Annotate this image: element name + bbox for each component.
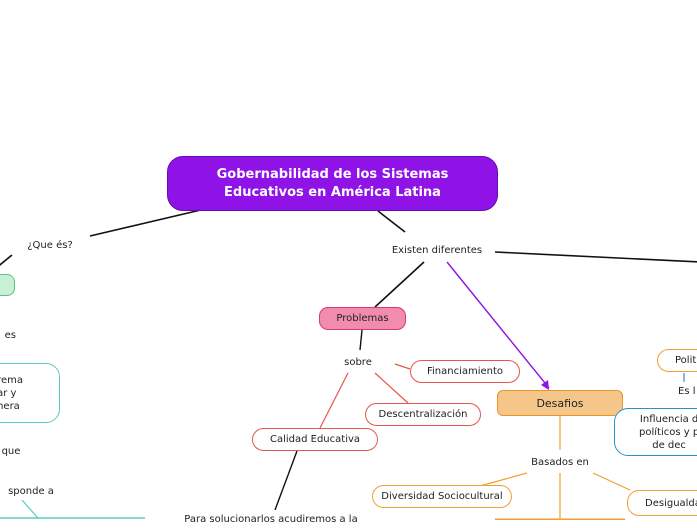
- descentralizacion-node[interactable]: Descentralización: [365, 403, 481, 426]
- connector-sobre-financiamiento: [394, 363, 411, 370]
- es-la-node[interactable]: Es l: [678, 382, 697, 400]
- sobre-node[interactable]: sobre: [333, 352, 383, 372]
- connector-existen-right: [494, 251, 697, 263]
- desafios-node[interactable]: Desafios: [497, 390, 623, 416]
- politica-node[interactable]: Polit: [657, 349, 697, 372]
- root-topic[interactable]: Gobernabilidad de los Sistemas Educativo…: [167, 156, 498, 211]
- concept-box-node[interactable]: rema ar y nera: [0, 363, 60, 423]
- que-es-node[interactable]: ¿Que és?: [18, 236, 82, 254]
- definition-node-cut[interactable]: [0, 274, 15, 296]
- connector-queEs-left: [0, 254, 13, 266]
- connector-root-queEs: [89, 208, 206, 237]
- existen-diferentes-node[interactable]: Existen diferentes: [383, 240, 491, 260]
- es-fragment-node[interactable]: es: [0, 326, 16, 344]
- responde-fragment-node[interactable]: sponde a: [0, 482, 66, 500]
- financiamiento-node[interactable]: Financiamiento: [410, 360, 520, 383]
- root-title: Gobernabilidad de los Sistemas Educativo…: [216, 166, 449, 200]
- problemas-node[interactable]: Problemas: [319, 307, 406, 330]
- diversidad-sociocultural-node[interactable]: Diversidad Sociocultural: [372, 485, 512, 508]
- desigualdad-node[interactable]: Desigualdad: [627, 490, 697, 516]
- solucion-node[interactable]: Para solucionarlos acudiremos a la: [176, 510, 366, 528]
- influencia-node[interactable]: Influencia d políticos y p de dec: [614, 408, 697, 456]
- connector-existen-problemas: [374, 261, 425, 308]
- connector-basados-desigualdad: [592, 472, 631, 491]
- connector-sobre-calidad: [319, 372, 349, 429]
- connector-arrowhead: [541, 380, 549, 390]
- connector-root-existen: [377, 210, 406, 233]
- connector-responde-teal: [21, 499, 39, 519]
- connector-problemas-sobre: [359, 329, 363, 351]
- connector-basados-diversidad: [479, 472, 528, 487]
- connector-sobre-descentralizacion: [374, 372, 409, 404]
- que-fragment-node[interactable]: que: [0, 442, 26, 460]
- connector-calidad-bottom: [274, 450, 298, 511]
- basados-en-node[interactable]: Basados en: [525, 452, 595, 472]
- connector-existen-desafios: [446, 261, 550, 389]
- calidad-educativa-node[interactable]: Calidad Educativa: [252, 428, 378, 451]
